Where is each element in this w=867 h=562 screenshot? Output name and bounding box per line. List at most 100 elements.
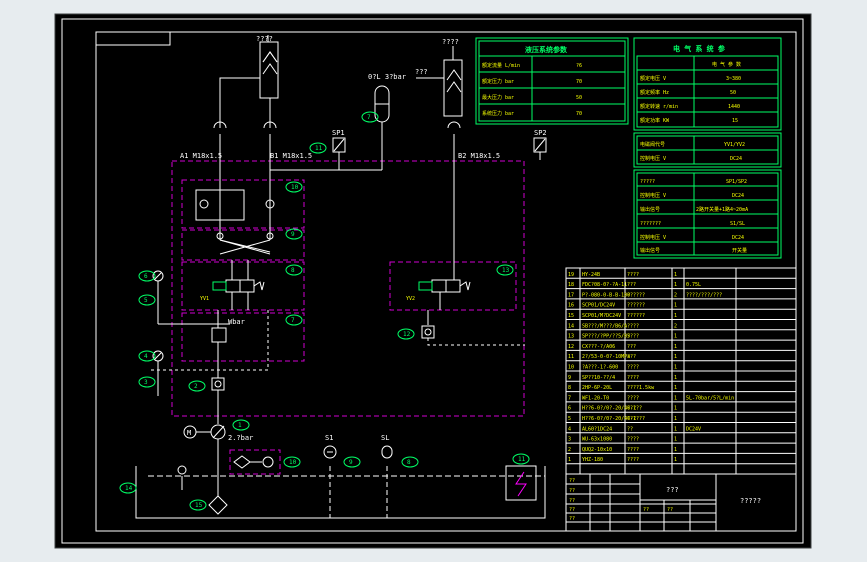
bom-cell-code: SP???/?PP/??5/05: [582, 334, 630, 340]
cylinder-2: [443, 46, 463, 117]
part-tag-label: 6: [144, 273, 148, 280]
cylinder-1: [259, 35, 279, 99]
cooler-module: [229, 449, 281, 475]
bom-cell-n: 4: [568, 426, 571, 432]
svg-text:控制电压 V: 控制电压 V: [640, 155, 666, 162]
part-tag: [361, 111, 379, 123]
bom-cell-q: 1: [674, 365, 677, 371]
bom-cell-q: 1: [674, 354, 677, 360]
svg-text:SP1/SP2: SP1/SP2: [726, 179, 747, 185]
svg-text:50: 50: [576, 95, 582, 101]
svg-text:1440: 1440: [728, 104, 740, 110]
bom-cell-n: 19: [568, 272, 574, 278]
s1-label: S1: [325, 434, 333, 442]
svg-text:额定转速 r/min: 额定转速 r/min: [640, 103, 678, 110]
bom-cell-name: ????1.5kw: [627, 385, 655, 391]
part-tag: [496, 264, 514, 276]
part-tag-label: 10: [289, 459, 297, 466]
svg-text:电 气 参 数: 电 气 参 数: [712, 61, 741, 68]
pressure-switch-sp2: [533, 137, 547, 153]
svg-text:开关量: 开关量: [732, 247, 747, 254]
bom-cell-name: ????: [627, 323, 639, 329]
bom-cell-note: 5L-70bar/5?L/min: [686, 395, 734, 401]
part-tag-label: 5: [144, 297, 148, 304]
valve-module-1: [181, 261, 305, 311]
bom-cell-q: 1: [674, 282, 677, 288]
bom-cell-note: 0.75L: [686, 282, 701, 288]
bom-cell-q: 1: [674, 303, 677, 309]
hydraulic-params-table: 液压系统参数 额定流量 L/min ?6 额定压力 bar 70 最大压力 ba…: [475, 37, 629, 125]
cooler: [233, 455, 274, 469]
bom-cell-code: CX???-?/A06: [582, 344, 615, 350]
svg-text:??: ??: [569, 507, 575, 513]
svg-text:系统压力 bar: 系统压力 bar: [482, 110, 514, 117]
svg-text:?6: ?6: [576, 63, 582, 69]
pipe-couplers-1: [213, 121, 277, 129]
bom-cell-code: SP??10-??/4: [582, 375, 615, 381]
check-module: [181, 179, 305, 229]
drawing-sheet: [54, 13, 812, 549]
svg-text:??: ??: [569, 488, 575, 494]
cylinder-1-label: ????: [256, 35, 273, 43]
part-tag: [401, 456, 419, 468]
bom-cell-name: ??????: [627, 416, 645, 422]
oil-tank: [135, 466, 546, 519]
svg-text:70: 70: [576, 111, 582, 117]
pump-label: 2.?bar: [228, 434, 253, 442]
bom-cell-code: QUQ2-10x10: [582, 447, 612, 453]
bom-cell-n: 15: [568, 313, 574, 319]
svg-text:??: ??: [569, 498, 575, 504]
svg-text:额定电压 V: 额定电压 V: [640, 75, 666, 82]
part-tag-label: 12: [403, 331, 411, 338]
title-block: ??? ????? ?? ?? ?? ?? ?? ?? ??: [565, 473, 797, 532]
bom-cell-n: 6: [568, 406, 571, 412]
bom-cell-code: P?-080-0-B-B-100: [582, 292, 630, 298]
sp2-label: SP2: [534, 129, 547, 137]
bom-cell-note: DC24V: [686, 426, 701, 432]
port-label-b1: B1 M18x1.5: [270, 152, 312, 160]
suction-filter: [208, 495, 228, 515]
svg-text:控制电压 V: 控制电压 V: [640, 234, 666, 241]
svg-text:输出信号: 输出信号: [640, 206, 660, 213]
relief-label: Wbar: [228, 318, 245, 326]
bom-cell-code: AL60?1DC24: [582, 426, 612, 432]
sl-label: SL: [381, 434, 389, 442]
bom-cell-n: 7: [568, 395, 571, 401]
bom-cell-code: H??6-0?/0?-20/46-1: [582, 416, 636, 422]
svg-text:??: ??: [569, 516, 575, 522]
bom-cell-name: ????: [627, 395, 639, 401]
part-tag: [343, 456, 361, 468]
part-tag-label: 9: [349, 459, 353, 466]
bom-cell-name: ????: [627, 437, 639, 443]
bom-cell-q: 1: [674, 272, 677, 278]
bom-cell-q: 1: [674, 344, 677, 350]
svg-text:DC24: DC24: [732, 193, 744, 199]
air-breather: [177, 465, 187, 475]
part-tag: [189, 499, 207, 511]
company-name: ?????: [740, 497, 761, 505]
corner-box: [96, 32, 171, 46]
svg-text:???????: ???????: [640, 221, 661, 227]
bom-cell-n: 14: [568, 323, 574, 329]
svg-text:YV1/YV2: YV1/YV2: [724, 142, 745, 148]
bom-cell-code: SCP01/DC24V: [582, 303, 615, 309]
svg-text:控制电压 V: 控制电压 V: [640, 192, 666, 199]
bom-cell-code: H??6-0?/0?-20/46-1: [582, 406, 636, 412]
bom-cell-n: 1: [568, 457, 571, 463]
part-tag-label: 11: [518, 456, 526, 463]
part-tag: [138, 376, 156, 388]
svg-text:2路开关量+1路4~20mA: 2路开关量+1路4~20mA: [696, 206, 748, 213]
cylinder-2-label: ????: [442, 38, 459, 46]
bom-cell-q: 1: [674, 313, 677, 319]
part-tag-label: 3: [144, 379, 148, 386]
part-tag: [138, 294, 156, 306]
level-switch-sl: [381, 445, 393, 459]
svg-text:额定流量 L/min: 额定流量 L/min: [482, 62, 520, 69]
part-tag: [188, 380, 206, 392]
part-tag: [285, 228, 303, 240]
bom-cell-code: SCP01/M?DC24V: [582, 313, 621, 319]
